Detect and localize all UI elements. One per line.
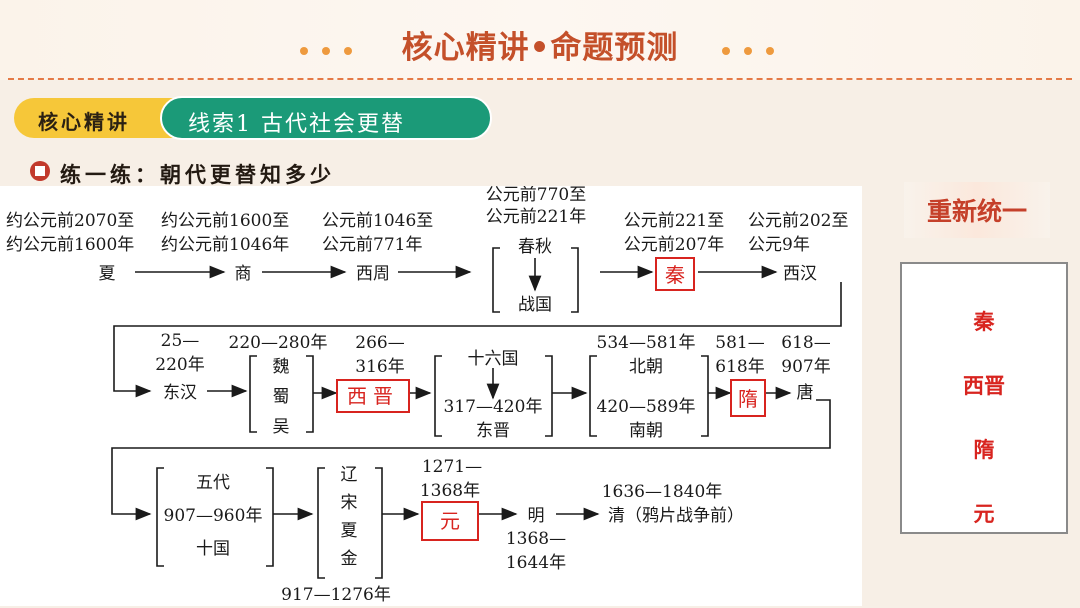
reunification-tab: 重新统一: [904, 182, 1050, 238]
shang-name: 商: [235, 264, 252, 284]
clue-badge: 线索1 古代社会更替: [160, 96, 492, 140]
bracket-liaosong-left: [317, 467, 325, 579]
xihan-date2: 公元9年: [748, 235, 810, 255]
xizhou-name: 西周: [356, 264, 390, 284]
donghan-date1: 25—: [161, 331, 200, 351]
practice-bullet-icon: [30, 161, 50, 181]
unification-highlights: [336, 257, 766, 541]
reunification-title: 重新统一: [926, 197, 1027, 226]
shang-date1: 约公元前1600至: [161, 211, 289, 231]
chunqiu-date1: 公元前770至: [486, 186, 586, 205]
tang-date2: 907年: [781, 357, 830, 377]
highlight-qin: [655, 257, 695, 291]
sanguo-date: 220—280年: [229, 333, 328, 353]
tang-name: 唐: [797, 382, 814, 403]
sanguo-wu: 吴: [273, 417, 290, 437]
reunification-item-xijin: 西晋: [963, 373, 1005, 398]
qin-date2: 公元前207年: [624, 235, 724, 255]
sui-name: 隋: [738, 387, 758, 411]
timeline-labels: 约公元前2070至 约公元前1600年 夏 约公元前1600至 约公元前1046…: [6, 186, 848, 605]
shiliuguo-name: 十六国: [468, 349, 519, 369]
practice-title: 练一练：朝代更替知多少: [60, 162, 335, 187]
zhanguo-name: 战国: [518, 295, 552, 315]
donghan-date2: 220年: [155, 355, 204, 375]
ming-date2: 1644年: [506, 553, 566, 573]
sanguo-wei: 魏: [273, 357, 290, 377]
dynasty-timeline-diagram: 约公元前2070至 约公元前1600年 夏 约公元前1600至 约公元前1046…: [0, 186, 862, 606]
qin-date1: 公元前221至: [624, 211, 724, 231]
ming-name: 明: [528, 506, 545, 526]
xihan-date1: 公元前202至: [748, 211, 848, 231]
xia-date1: 约公元前2070至: [6, 211, 134, 231]
yuan-date2: 1368年: [420, 481, 480, 501]
xijin-name: 西晋: [347, 384, 399, 408]
reunification-item-qin: 秦: [973, 309, 995, 334]
page-title: 核心精讲•命题预测: [401, 30, 679, 66]
reunification-list: 秦 西晋 隋 元: [900, 262, 1068, 534]
jin-name: 金: [341, 549, 358, 569]
highlight-xijin: [336, 379, 410, 413]
yuan-date1: 1271—: [422, 457, 482, 477]
nanchao-name: 南朝: [629, 421, 663, 441]
xihan-name: 西汉: [783, 264, 817, 284]
chunqiu-date2: 公元前221年: [486, 207, 586, 227]
reunification-item-sui: 隋: [973, 437, 995, 462]
liaosong-date: 917—1276年: [281, 585, 391, 605]
xia-date2: 约公元前1600年: [6, 235, 134, 255]
xijin-date1: 266—: [355, 333, 404, 353]
chunqiu-name: 春秋: [518, 237, 552, 257]
nanchao-date: 420—589年: [597, 397, 696, 417]
xizhou-date2: 公元前771年: [322, 235, 422, 255]
wudai-date: 907—960年: [164, 506, 263, 526]
tang-date1: 618—: [781, 333, 830, 353]
wudai-name: 五代: [196, 473, 230, 493]
bracket-sanguo-right: [306, 355, 314, 433]
timeline-connectors: [111, 247, 842, 579]
bracket-chunqiu-left: [492, 247, 500, 313]
bracket-liaosong-right: [375, 467, 383, 579]
sui-date1: 581—: [715, 333, 764, 353]
dongjin-date: 317—420年: [444, 397, 543, 417]
qing-date: 1636—1840年: [602, 482, 723, 502]
xixia-name: 夏: [341, 521, 358, 541]
bracket-dongjin-left: [434, 355, 442, 437]
header-dots-right: [722, 40, 788, 55]
shiguo-name: 十国: [196, 539, 230, 559]
bracket-chunqiu-right: [571, 247, 579, 313]
bracket-dongjin-right: [545, 355, 553, 437]
yuan-name: 元: [440, 509, 460, 533]
xijin-date2: 316年: [355, 357, 404, 377]
bracket-nanbei-left: [589, 355, 597, 437]
highlight-sui: [730, 379, 766, 417]
reunification-item-yuan: 元: [973, 501, 995, 526]
song-name: 宋: [341, 493, 358, 513]
qin-name: 秦: [665, 263, 685, 287]
dongjin-name: 东晋: [476, 421, 510, 441]
bracket-wudai-right: [266, 467, 274, 567]
beichao-date: 534—581年: [597, 333, 696, 353]
sui-date2: 618年: [715, 357, 764, 377]
beichao-name: 北朝: [629, 357, 663, 377]
header-divider: [8, 78, 1072, 80]
connector-row1-row2: [113, 282, 842, 398]
bracket-wudai-left: [156, 467, 164, 567]
shang-date2: 约公元前1046年: [161, 235, 289, 255]
ming-date1: 1368—: [506, 529, 566, 549]
clue-badge-label: 线索1 古代社会更替: [188, 112, 405, 137]
section-tag-label: 核心精讲: [38, 110, 130, 134]
header-dots-left: [300, 40, 366, 55]
donghan-name: 东汉: [163, 383, 197, 403]
xia-name: 夏: [99, 264, 116, 284]
connector-row2-row3: [111, 399, 831, 521]
qing-name: 清（鸦片战争前）: [608, 506, 744, 526]
bracket-sanguo-left: [249, 355, 257, 433]
xizhou-date1: 公元前1046至: [322, 211, 433, 231]
highlight-yuan: [421, 501, 479, 541]
dynasty-timeline-svg: 约公元前2070至 约公元前1600年 夏 约公元前1600至 约公元前1046…: [6, 186, 848, 605]
header-band: [0, 0, 1080, 80]
sanguo-shu: 蜀: [273, 387, 290, 407]
liao-name: 辽: [341, 465, 358, 485]
bracket-nanbei-right: [701, 355, 709, 437]
